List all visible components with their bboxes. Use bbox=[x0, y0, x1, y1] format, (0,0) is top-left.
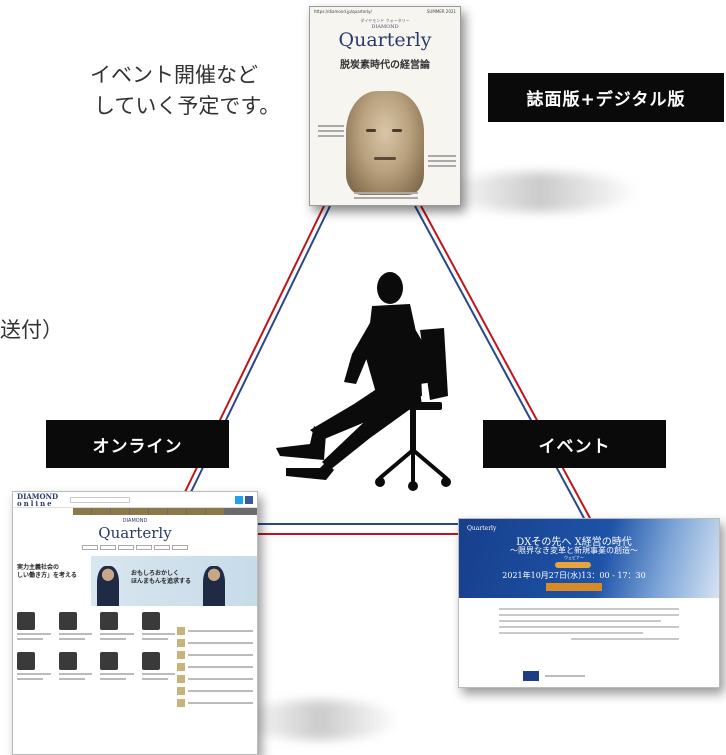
article-card bbox=[17, 652, 55, 686]
magazine-headline: 脱炭素時代の経営論 bbox=[340, 60, 430, 71]
facebook-icon bbox=[245, 495, 253, 504]
event-title: DXその先へ X経営の時代 bbox=[516, 537, 632, 548]
event-format: ウェビナー bbox=[564, 555, 584, 560]
magazine-cover: https://diamond.jp/quarterly/ SUMMER 202… bbox=[309, 6, 461, 206]
intro-text-line-1: イベント開催など bbox=[90, 63, 258, 87]
magazine-kana: ダイヤモンド クォータリー bbox=[360, 18, 410, 23]
event-footer-logo bbox=[523, 671, 539, 681]
online-logo-bottom: online bbox=[17, 498, 54, 508]
magazine-caption-right bbox=[428, 155, 456, 167]
seated-person-silhouette bbox=[276, 272, 451, 491]
portrait-mouth bbox=[374, 157, 396, 160]
shadow-streak-bottom bbox=[240, 700, 400, 740]
event-screenshot: Quarterly DXその先へ X経営の時代 〜限界なき変革と新規事業の創造〜… bbox=[458, 518, 720, 688]
magazine-portrait bbox=[346, 91, 424, 195]
online-social bbox=[235, 495, 253, 504]
online-nav bbox=[73, 508, 257, 515]
magazine-caption-left bbox=[318, 125, 344, 137]
twitter-icon bbox=[235, 495, 243, 504]
magazine-url: https://diamond.jp/quarterly/ bbox=[314, 9, 372, 14]
online-screenshot: DIAMOND online DIAMOND Quarterly 実力主義社会の… bbox=[12, 491, 258, 755]
online-article-grid bbox=[13, 606, 183, 692]
online-brand: Quarterly bbox=[98, 524, 172, 542]
portrait-eye-left bbox=[366, 129, 376, 132]
online-header: DIAMOND online bbox=[13, 492, 257, 508]
article-card bbox=[141, 612, 180, 646]
event-date: 2021年10月27日(水)13：00 - 17：30 bbox=[502, 571, 646, 580]
online-hero-left: 実力主義社会の しい働き方」を考える bbox=[17, 564, 77, 579]
article-card bbox=[100, 652, 138, 686]
article-card bbox=[17, 612, 55, 646]
online-person-1 bbox=[97, 566, 119, 606]
online-hero: 実力主義社会の しい働き方」を考える おもしろおかしく ほんまもんを追求する bbox=[13, 556, 257, 606]
online-sidebar bbox=[177, 627, 253, 711]
online-search-bar bbox=[70, 496, 131, 503]
online-person-2 bbox=[203, 566, 225, 606]
shadow-streak-top bbox=[440, 172, 640, 212]
magazine-caption-bottom bbox=[354, 192, 418, 199]
event-brand: Quarterly bbox=[467, 525, 497, 532]
intro-text-line-3: 送付） bbox=[0, 318, 63, 342]
online-logo-top: DIAMOND bbox=[17, 491, 59, 501]
event-body bbox=[459, 598, 719, 640]
label-event: イベント bbox=[483, 420, 666, 468]
magazine-title: Quarterly bbox=[338, 29, 432, 51]
magazine-issue: SUMMER 2021 bbox=[426, 9, 456, 14]
event-subtitle: 〜限界なき変革と新規事業の創造〜 bbox=[510, 546, 638, 555]
article-card bbox=[58, 652, 97, 686]
article-card bbox=[100, 612, 138, 646]
online-brand-sub: DIAMOND bbox=[122, 518, 148, 524]
label-print-digital: 誌面版+デジタル版 bbox=[488, 73, 724, 122]
article-card bbox=[141, 652, 180, 686]
online-hero-center: おもしろおかしく ほんまもんを追求する bbox=[131, 570, 192, 585]
event-pill bbox=[555, 562, 591, 568]
intro-text-line-2: していく予定です。 bbox=[94, 94, 281, 118]
event-hero: Quarterly DXその先へ X経営の時代 〜限界なき変革と新規事業の創造〜… bbox=[459, 519, 719, 598]
event-register-button bbox=[546, 583, 602, 591]
portrait-eye-right bbox=[392, 129, 402, 132]
label-online: オンライン bbox=[46, 420, 229, 468]
magazine-topline: https://diamond.jp/quarterly/ SUMMER 202… bbox=[310, 7, 460, 16]
article-card bbox=[58, 612, 97, 646]
event-footer bbox=[523, 671, 585, 681]
online-logo: DIAMOND online bbox=[17, 493, 58, 507]
magazine-subtitle: DIAMOND bbox=[371, 24, 399, 30]
online-tabs bbox=[13, 545, 257, 550]
